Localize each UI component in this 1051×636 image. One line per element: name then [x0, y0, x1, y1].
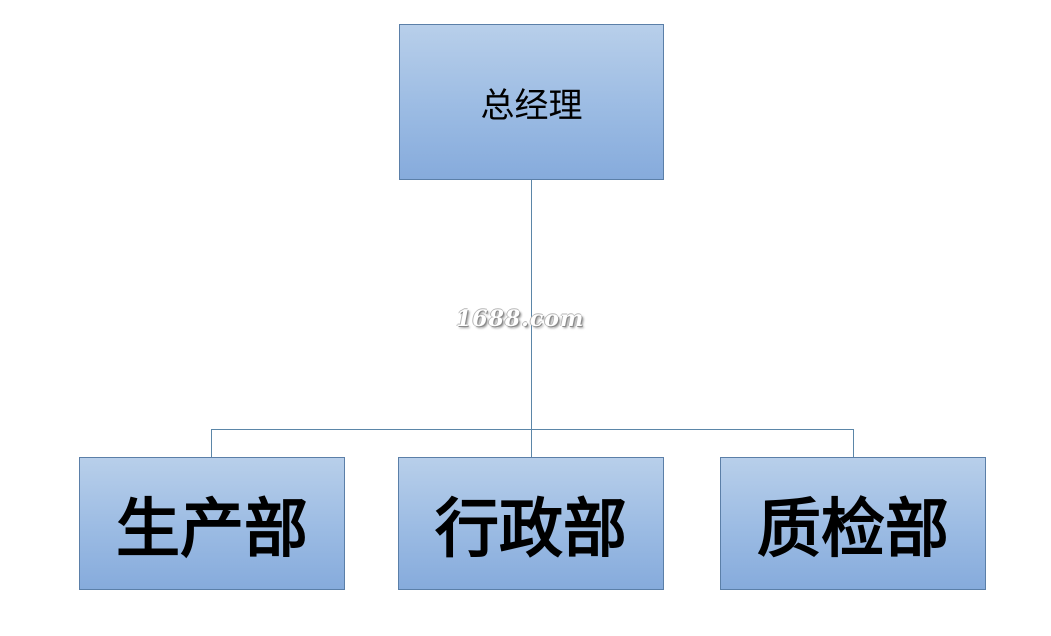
connector-horizontal-bus — [211, 429, 854, 430]
connector-root-vertical — [531, 180, 532, 430]
watermark-text: 1688.com — [456, 306, 585, 332]
administration-department-node: 行政部 — [398, 457, 664, 590]
quality-inspection-department-node: 质检部 — [720, 457, 986, 590]
production-department-label: 生产部 — [116, 491, 308, 567]
connector-to-admin — [531, 429, 532, 457]
connector-to-production — [211, 429, 212, 457]
general-manager-label: 总经理 — [480, 85, 583, 126]
administration-department-label: 行政部 — [435, 491, 627, 567]
general-manager-node: 总经理 — [399, 24, 664, 180]
connector-to-qc — [853, 429, 854, 457]
quality-inspection-department-label: 质检部 — [757, 491, 949, 567]
production-department-node: 生产部 — [79, 457, 345, 590]
